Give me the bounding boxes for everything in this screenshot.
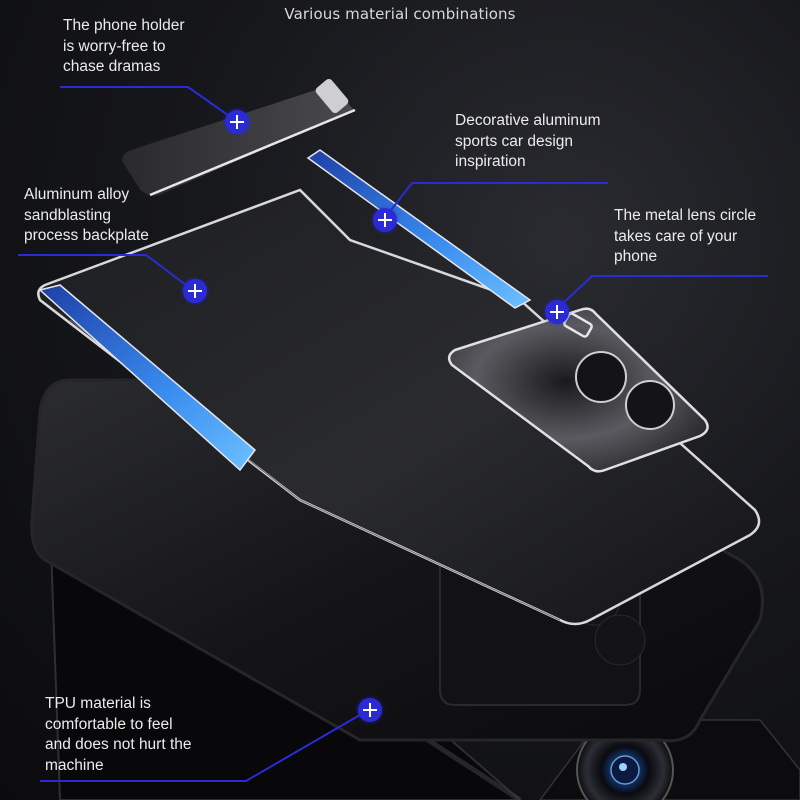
callout-decorative-aluminum-text: Decorative aluminum sports car design in…: [455, 112, 601, 170]
page-title: Various material combinations: [284, 5, 516, 23]
callout-aluminum-backplate-text: Aluminum alloy sandblasting process back…: [24, 186, 149, 244]
plus-icon[interactable]: [373, 208, 397, 232]
plus-icon[interactable]: [183, 279, 207, 303]
callout-tpu-material-text: TPU material is comfortable to feel and …: [45, 695, 192, 774]
plus-icon[interactable]: [358, 698, 382, 722]
phone-holder-stand: [121, 78, 356, 197]
plus-icon[interactable]: [225, 110, 249, 134]
plus-icon[interactable]: [545, 300, 569, 324]
callout-phone-holder-text: The phone holder is worry-free to chase …: [63, 17, 185, 75]
callout-metal-lens-circle-text: The metal lens circle takes care of your…: [614, 207, 757, 265]
blue-aluminum-strip: [38, 149, 532, 472]
metal-lens-cover-plate: [447, 307, 709, 473]
callout-leader-lines: [18, 86, 768, 782]
